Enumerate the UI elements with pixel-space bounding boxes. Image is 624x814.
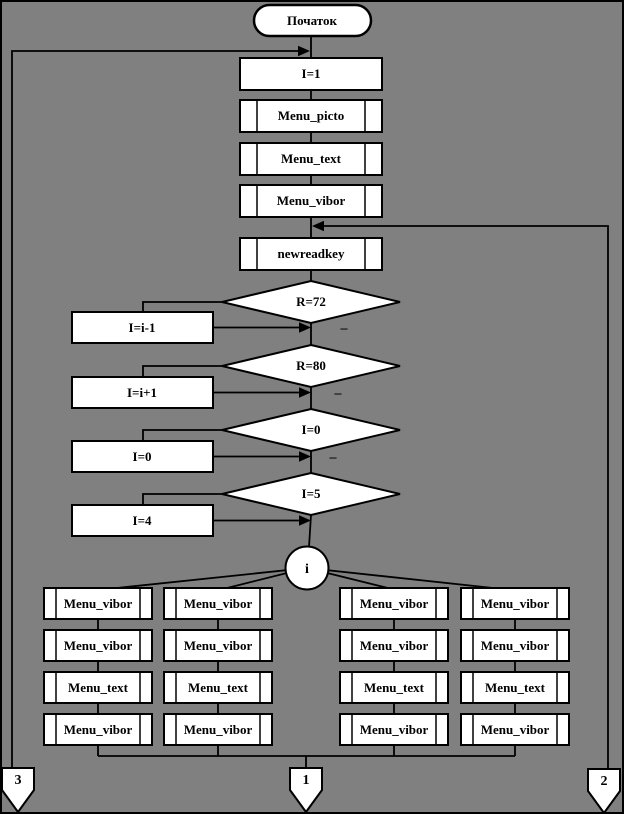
offpage-connector-1	[289, 767, 323, 814]
arrowhead	[299, 387, 311, 398]
arrowhead	[299, 322, 311, 333]
menu-columns: Menu_viborMenu_viborMenu_textMenu_viborM…	[43, 587, 570, 756]
subroutine-col1-row2: Menu_vibor	[43, 629, 153, 662]
flow-line	[213, 326, 299, 522]
decision-label: R=72	[296, 294, 326, 309]
arrowhead	[299, 515, 311, 526]
subroutine-col2-row2: Menu_vibor	[163, 629, 273, 662]
loop-variable-label: i	[305, 562, 309, 577]
subroutine-label: Menu_text	[485, 680, 546, 695]
subroutine-label: Menu_vibor	[481, 638, 550, 653]
flow-line	[308, 36, 312, 548]
subroutine-label: Menu_vibor	[184, 638, 253, 653]
offpage-label-2: 2	[601, 774, 608, 789]
offpage-label-3: 3	[15, 773, 22, 788]
start-terminator	[252, 3, 373, 38]
shapes	[1, 3, 621, 814]
arrowheads	[298, 45, 324, 526]
branch-label-minus: –	[340, 321, 349, 336]
subroutine-label: Menu_text	[281, 151, 342, 166]
flow-line-right-loop	[324, 225, 609, 769]
subroutine-label: Menu_vibor	[64, 638, 133, 653]
flow-line-spokes	[116, 567, 494, 589]
subroutine-label: newreadkey	[278, 246, 345, 261]
subroutine-label: Menu_vibor	[184, 722, 253, 737]
labels: Початок I=1 Menu_picto Menu_text Menu_vi…	[15, 13, 608, 789]
process-i1-label: I=1	[302, 66, 321, 81]
subroutine-label: Menu_vibor	[360, 722, 429, 737]
subroutine-label: Menu_text	[188, 680, 249, 695]
subroutine-label: Menu_vibor	[277, 193, 346, 208]
start-label: Початок	[287, 13, 337, 28]
subroutine-col4-row4: Menu_vibor	[460, 713, 570, 746]
flow-line	[142, 301, 222, 505]
subroutine-col3-row1: Menu_vibor	[339, 587, 449, 620]
subroutine-col2-row1: Menu_vibor	[163, 587, 273, 620]
arrowhead	[298, 45, 310, 57]
offpage-connector-3	[1, 767, 35, 814]
subroutine-label: Menu_text	[68, 680, 129, 695]
decision-label: R=80	[296, 358, 326, 373]
subroutine-col3-row4: Menu_vibor	[339, 713, 449, 746]
flow-line-left-loop	[11, 50, 298, 768]
decision-i5	[221, 471, 401, 517]
subroutine-label: Menu_vibor	[481, 596, 550, 611]
decision-r80	[221, 343, 401, 389]
process-i-inc	[71, 376, 214, 409]
flow-lines	[11, 36, 609, 769]
arrowhead	[299, 451, 311, 462]
subroutine-label: Menu_picto	[278, 108, 344, 123]
subroutine-col3-row3: Menu_text	[339, 671, 449, 704]
subroutine-col1-row3: Menu_text	[43, 671, 153, 704]
subroutine-label: Menu_vibor	[184, 596, 253, 611]
branch-label-minus: –	[334, 386, 343, 401]
decision-label: I=0	[302, 422, 321, 437]
subroutine-label: Menu_text	[364, 680, 425, 695]
subroutine-label: Menu_vibor	[360, 596, 429, 611]
process-label: I=i+1	[127, 385, 157, 400]
subroutine-label: Menu_vibor	[64, 722, 133, 737]
process-i1	[239, 57, 383, 91]
subroutine-col2-row4: Menu_vibor	[163, 713, 273, 746]
subroutine-label: Menu_vibor	[360, 638, 429, 653]
process-i-zero	[71, 440, 214, 473]
subroutine-newreadkey	[239, 237, 383, 271]
arrowhead	[312, 220, 324, 232]
process-label: I=4	[133, 513, 152, 528]
subroutine-col4-row3: Menu_text	[460, 671, 570, 704]
subroutine-col1-row1: Menu_vibor	[43, 587, 153, 620]
flow-line-bus	[98, 755, 515, 768]
subroutine-menu-vibor	[239, 184, 383, 218]
subroutine-col2-row3: Menu_text	[163, 671, 273, 704]
decision-label: I=5	[302, 486, 321, 501]
subroutine-col3-row2: Menu_vibor	[339, 629, 449, 662]
subroutine-menu-text	[239, 142, 383, 176]
subroutine-col4-row1: Menu_vibor	[460, 587, 570, 620]
loop-variable-circle	[284, 545, 330, 591]
subroutine-label: Menu_vibor	[64, 596, 133, 611]
offpage-label-1: 1	[303, 773, 310, 788]
process-label: I=i-1	[129, 320, 156, 335]
offpage-connector-2	[587, 768, 621, 814]
process-i-four	[71, 504, 214, 537]
subroutine-col4-row2: Menu_vibor	[460, 629, 570, 662]
subroutine-menu-picto	[239, 99, 383, 133]
process-i-dec	[71, 311, 214, 344]
subroutine-col1-row4: Menu_vibor	[43, 713, 153, 746]
branch-label-minus: –	[329, 450, 338, 465]
decision-r72	[221, 279, 401, 325]
subroutine-label: Menu_vibor	[481, 722, 550, 737]
process-label: I=0	[133, 449, 152, 464]
decision-i0	[221, 407, 401, 453]
